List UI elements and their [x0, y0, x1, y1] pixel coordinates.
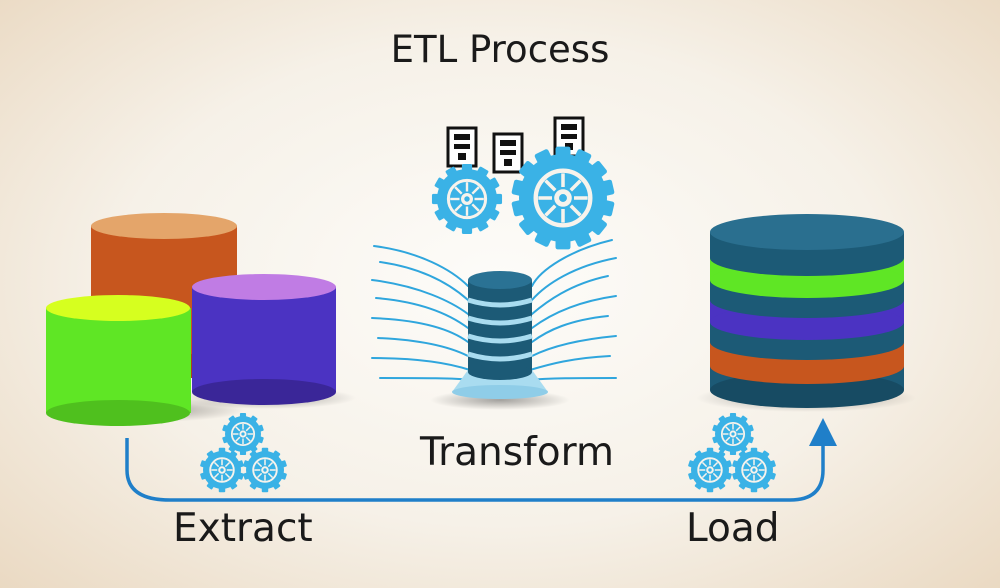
diagram-title: ETL Process: [390, 28, 610, 71]
gear-icon: [222, 412, 264, 456]
gear-icon: [431, 163, 503, 235]
gear-icon: [688, 447, 732, 493]
transform-label: Transform: [420, 430, 614, 475]
server-icon: [492, 132, 524, 174]
green-database-icon: [46, 295, 191, 426]
purple-database-icon: [192, 274, 336, 405]
target-database-icon: [696, 214, 916, 412]
server-icon: [446, 126, 478, 168]
server-icons: [446, 116, 585, 174]
source-databases: [46, 213, 356, 426]
gear-icon: [243, 447, 287, 493]
gear-icon: [732, 447, 776, 493]
load-label: Load: [686, 506, 780, 551]
transform-database-icon: [430, 271, 570, 410]
gear-icon: [511, 146, 615, 250]
flow-arrow: [125, 418, 837, 502]
gear-icons: [200, 146, 776, 493]
extract-label: Extract: [173, 506, 313, 551]
gear-icon: [712, 412, 754, 456]
gear-icon: [200, 447, 244, 493]
